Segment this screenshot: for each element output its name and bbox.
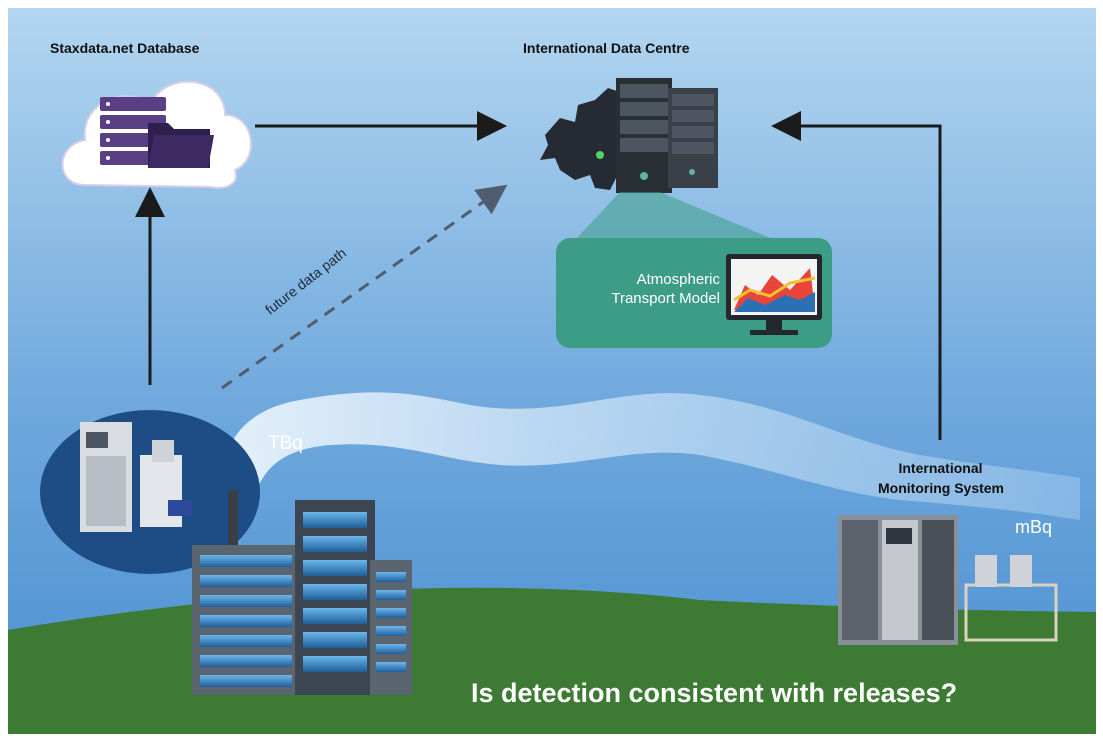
tbq-label: TBq	[268, 433, 303, 454]
atm-label-line1: Atmospheric	[636, 271, 720, 288]
idc-label: International Data Centre	[523, 40, 690, 56]
arrow-ims-to-idc	[771, 111, 942, 440]
ims-label-line2: Monitoring System	[878, 480, 1005, 496]
question-text: Is detection consistent with releases?	[471, 678, 958, 708]
factory-building-icon	[192, 490, 412, 695]
server-rack-icon	[616, 78, 718, 193]
mbq-label: mBq	[1015, 517, 1053, 537]
monitor-chart-icon	[726, 254, 822, 335]
database-label: Staxdata.net Database	[50, 40, 200, 56]
zoom-cone	[575, 192, 775, 240]
europe-map-icon	[540, 88, 640, 190]
ims-label: International Monitoring System	[878, 458, 1005, 498]
arrow-future-data-path	[221, 184, 508, 390]
atm-label-line2: Transport Model	[611, 290, 720, 307]
folder-icon	[148, 123, 214, 168]
ims-label-line1: International	[898, 460, 983, 476]
atm-label: Atmospheric Transport Model	[590, 270, 720, 308]
facility-equipment-icon	[80, 422, 192, 532]
location-marker	[596, 151, 604, 159]
monitoring-station-icon	[838, 515, 1058, 645]
plume	[222, 392, 1080, 520]
